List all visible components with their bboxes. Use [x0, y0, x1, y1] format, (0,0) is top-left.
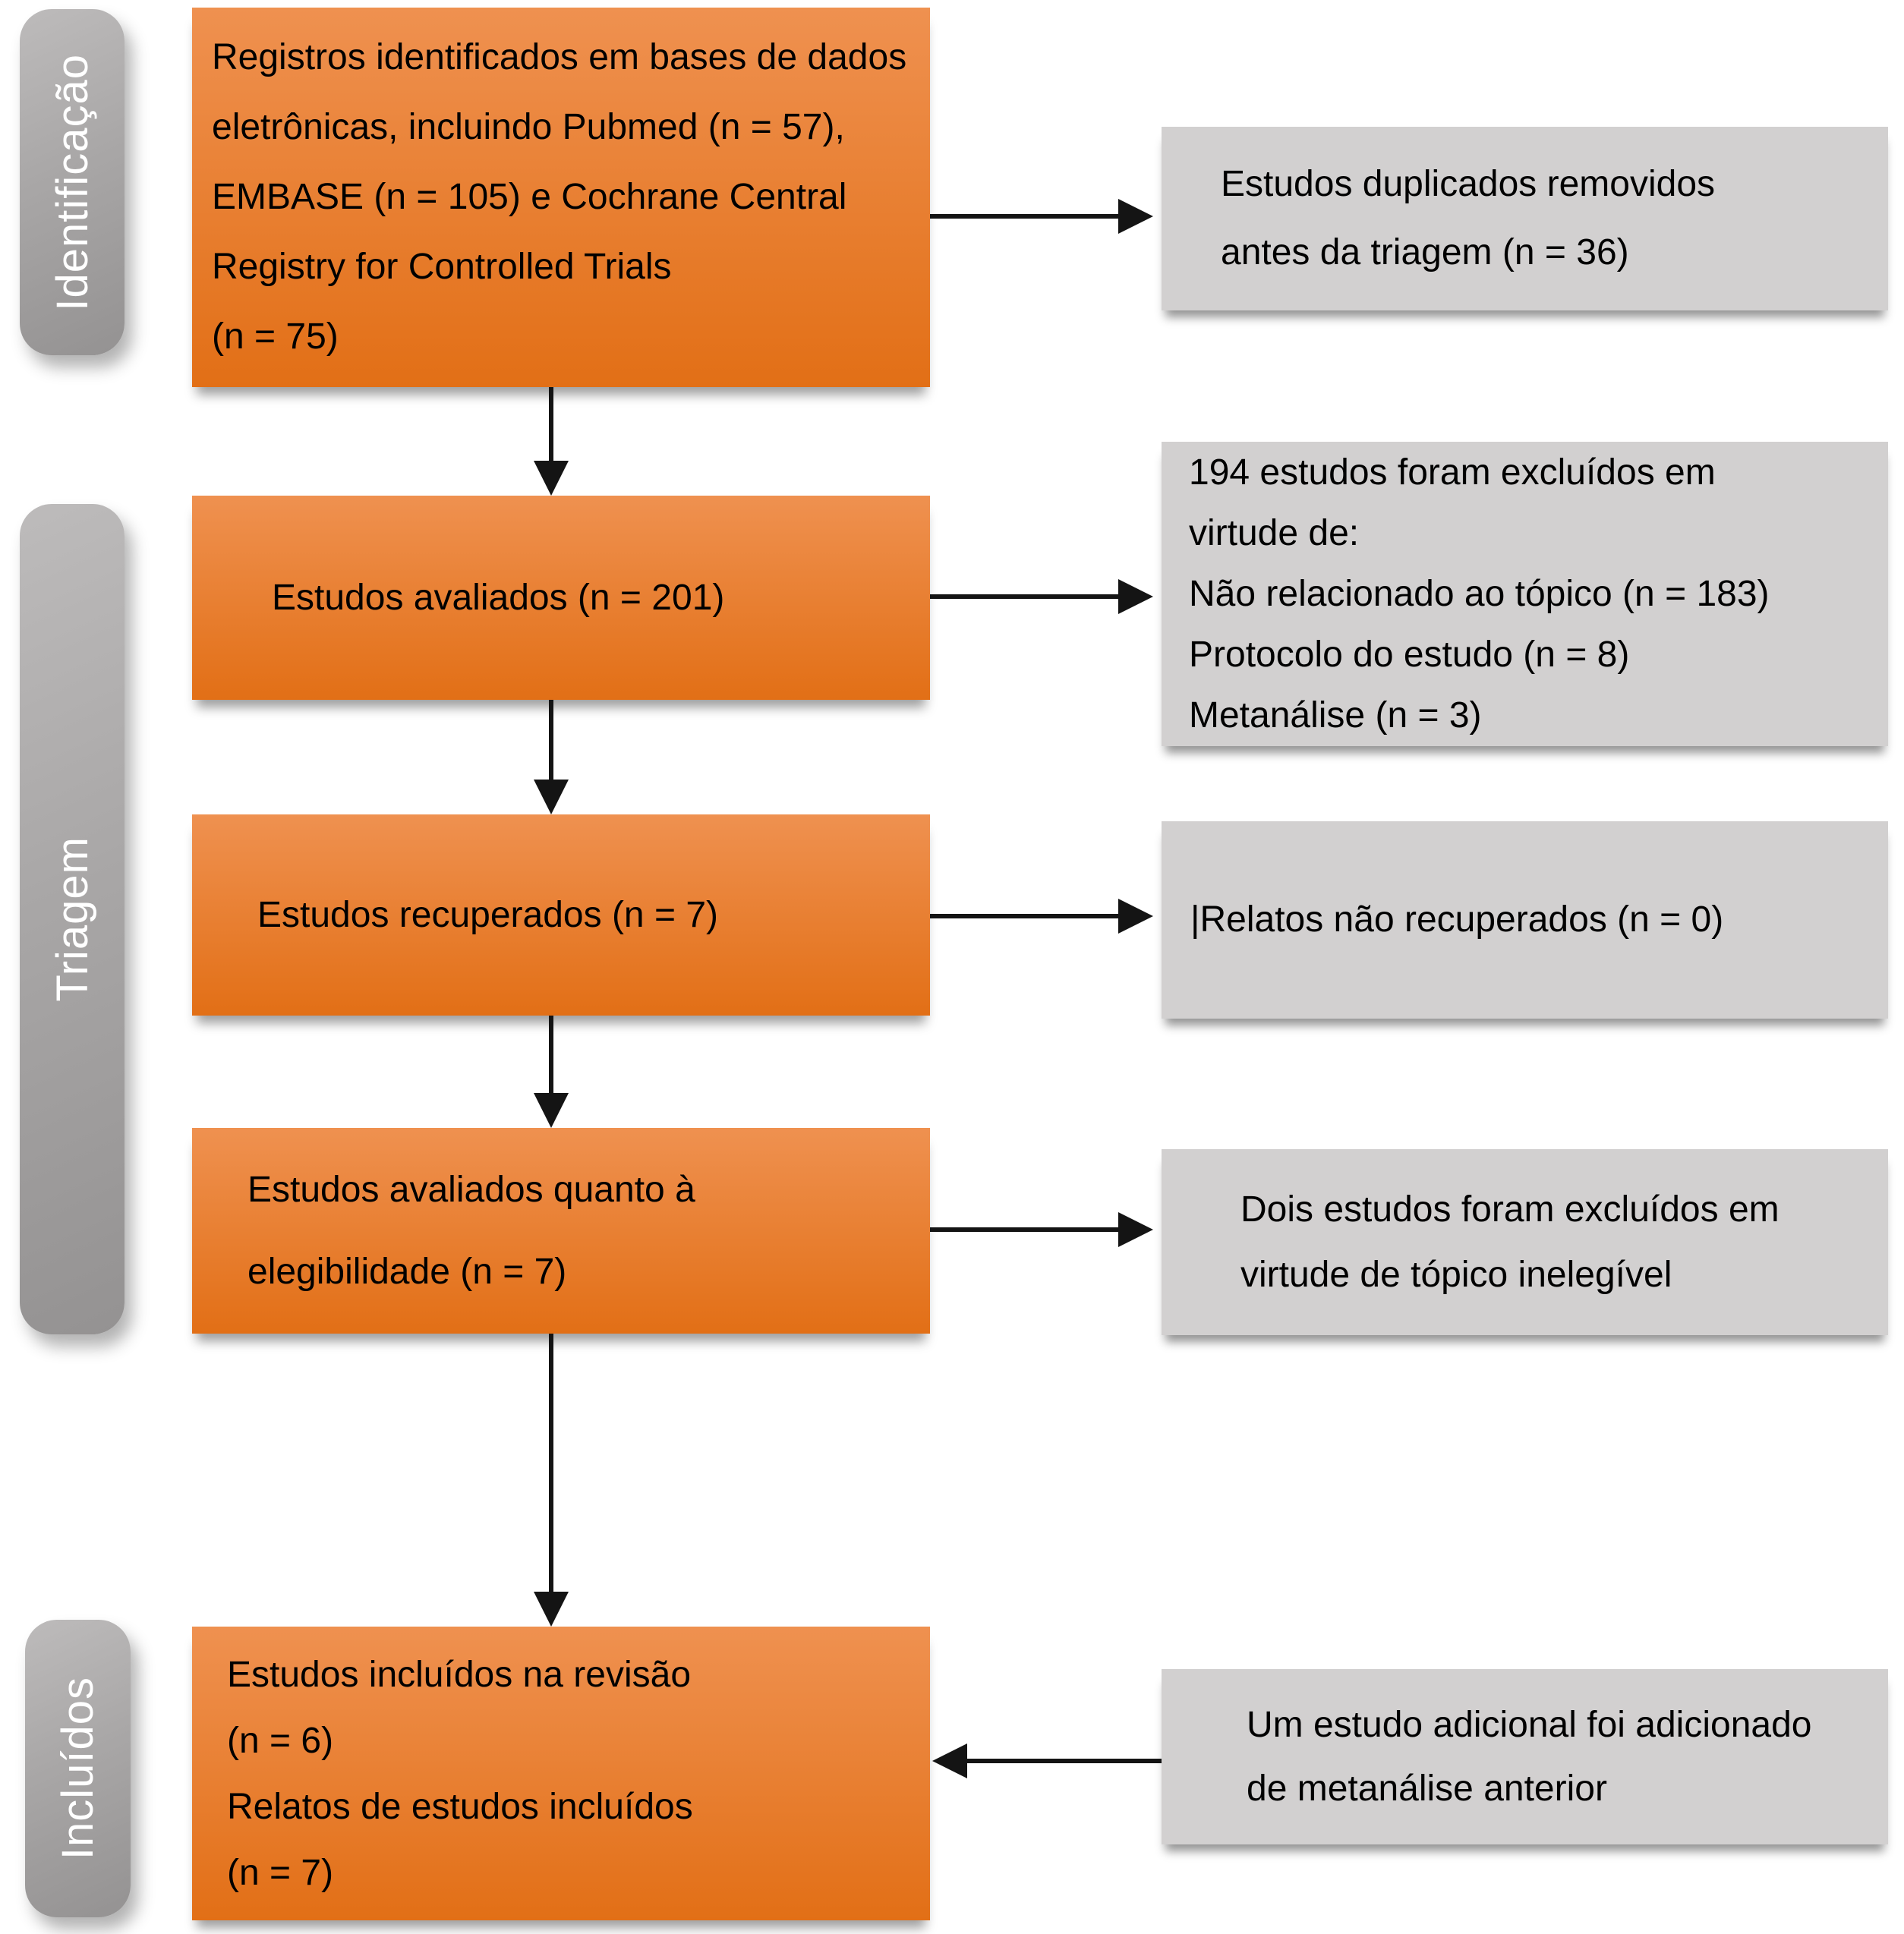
arrow-retrieved-to-notretrieved-head: [1118, 899, 1153, 934]
side-box-reports-not-retrieved-text: |Relatos não recuperados (n = 0): [1190, 899, 1724, 940]
arrow-identified-to-screened-line: [549, 387, 553, 463]
side-box-duplicates-removed-text: Estudos duplicados removidos antes da tr…: [1221, 164, 1716, 272]
side-box-excluded-ineligible: Dois estudos foram excluídos em virtude …: [1162, 1149, 1888, 1335]
stage-label-identification: Identificação: [47, 53, 97, 311]
flow-box-studies-screened-text: Estudos avaliados (n = 201): [272, 577, 725, 618]
arrow-retrieved-to-notretrieved-line: [930, 914, 1120, 918]
arrow-retrieved-to-eligibility-head: [534, 1093, 569, 1128]
arrow-identified-to-duplicates-head: [1118, 199, 1153, 234]
side-box-excluded-ineligible-text: Dois estudos foram excluídos em virtude …: [1240, 1189, 1779, 1295]
side-box-added-prior-metaanalysis: Um estudo adicional foi adicionado de me…: [1162, 1669, 1888, 1844]
arrow-eligibility-to-ineligible-line: [930, 1227, 1120, 1232]
stage-pill-identification: Identificação: [20, 9, 125, 355]
arrow-retrieved-to-eligibility-line: [549, 1016, 553, 1095]
flow-box-records-identified: Registros identificados em bases de dado…: [192, 8, 930, 387]
flow-box-studies-eligibility-text: Estudos avaliados quanto à elegibilidade…: [247, 1169, 695, 1292]
side-box-excluded-reasons: 194 estudos foram excluídos em virtude d…: [1162, 442, 1888, 746]
flow-box-studies-included: Estudos incluídos na revisão (n = 6) Rel…: [192, 1627, 930, 1920]
flow-box-studies-included-text: Estudos incluídos na revisão (n = 6) Rel…: [227, 1654, 693, 1893]
arrow-identified-to-duplicates-line: [930, 214, 1120, 219]
arrow-screened-to-retrieved-line: [549, 700, 553, 782]
stage-label-included: Incluídos: [53, 1677, 102, 1860]
arrow-eligibility-to-included-line: [549, 1334, 553, 1594]
arrow-screened-to-retrieved-head: [534, 780, 569, 814]
stage-label-screening: Triagem: [47, 836, 97, 1002]
flow-box-studies-retrieved-text: Estudos recuperados (n = 7): [257, 894, 719, 935]
arrow-eligibility-to-included-head: [534, 1592, 569, 1627]
arrow-screened-to-excluded-line: [930, 594, 1120, 599]
side-box-duplicates-removed: Estudos duplicados removidos antes da tr…: [1162, 127, 1888, 310]
flow-box-studies-eligibility: Estudos avaliados quanto à elegibilidade…: [192, 1128, 930, 1334]
flow-box-studies-screened: Estudos avaliados (n = 201): [192, 496, 930, 700]
arrow-eligibility-to-ineligible-head: [1118, 1212, 1153, 1247]
flow-box-records-identified-text: Registros identificados em bases de dado…: [212, 37, 907, 357]
arrow-identified-to-screened-head: [534, 461, 569, 496]
stage-pill-included: Incluídos: [25, 1620, 131, 1917]
side-box-added-prior-metaanalysis-text: Um estudo adicional foi adicionado de me…: [1247, 1704, 1812, 1809]
flow-box-studies-retrieved: Estudos recuperados (n = 7): [192, 814, 930, 1016]
side-box-reports-not-retrieved: |Relatos não recuperados (n = 0): [1162, 821, 1888, 1019]
arrow-priormeta-to-included-head: [932, 1743, 967, 1778]
stage-pill-screening: Triagem: [20, 504, 125, 1334]
arrow-priormeta-to-included-line: [967, 1759, 1162, 1763]
arrow-screened-to-excluded-head: [1118, 579, 1153, 614]
side-box-excluded-reasons-text: 194 estudos foram excluídos em virtude d…: [1189, 452, 1770, 735]
